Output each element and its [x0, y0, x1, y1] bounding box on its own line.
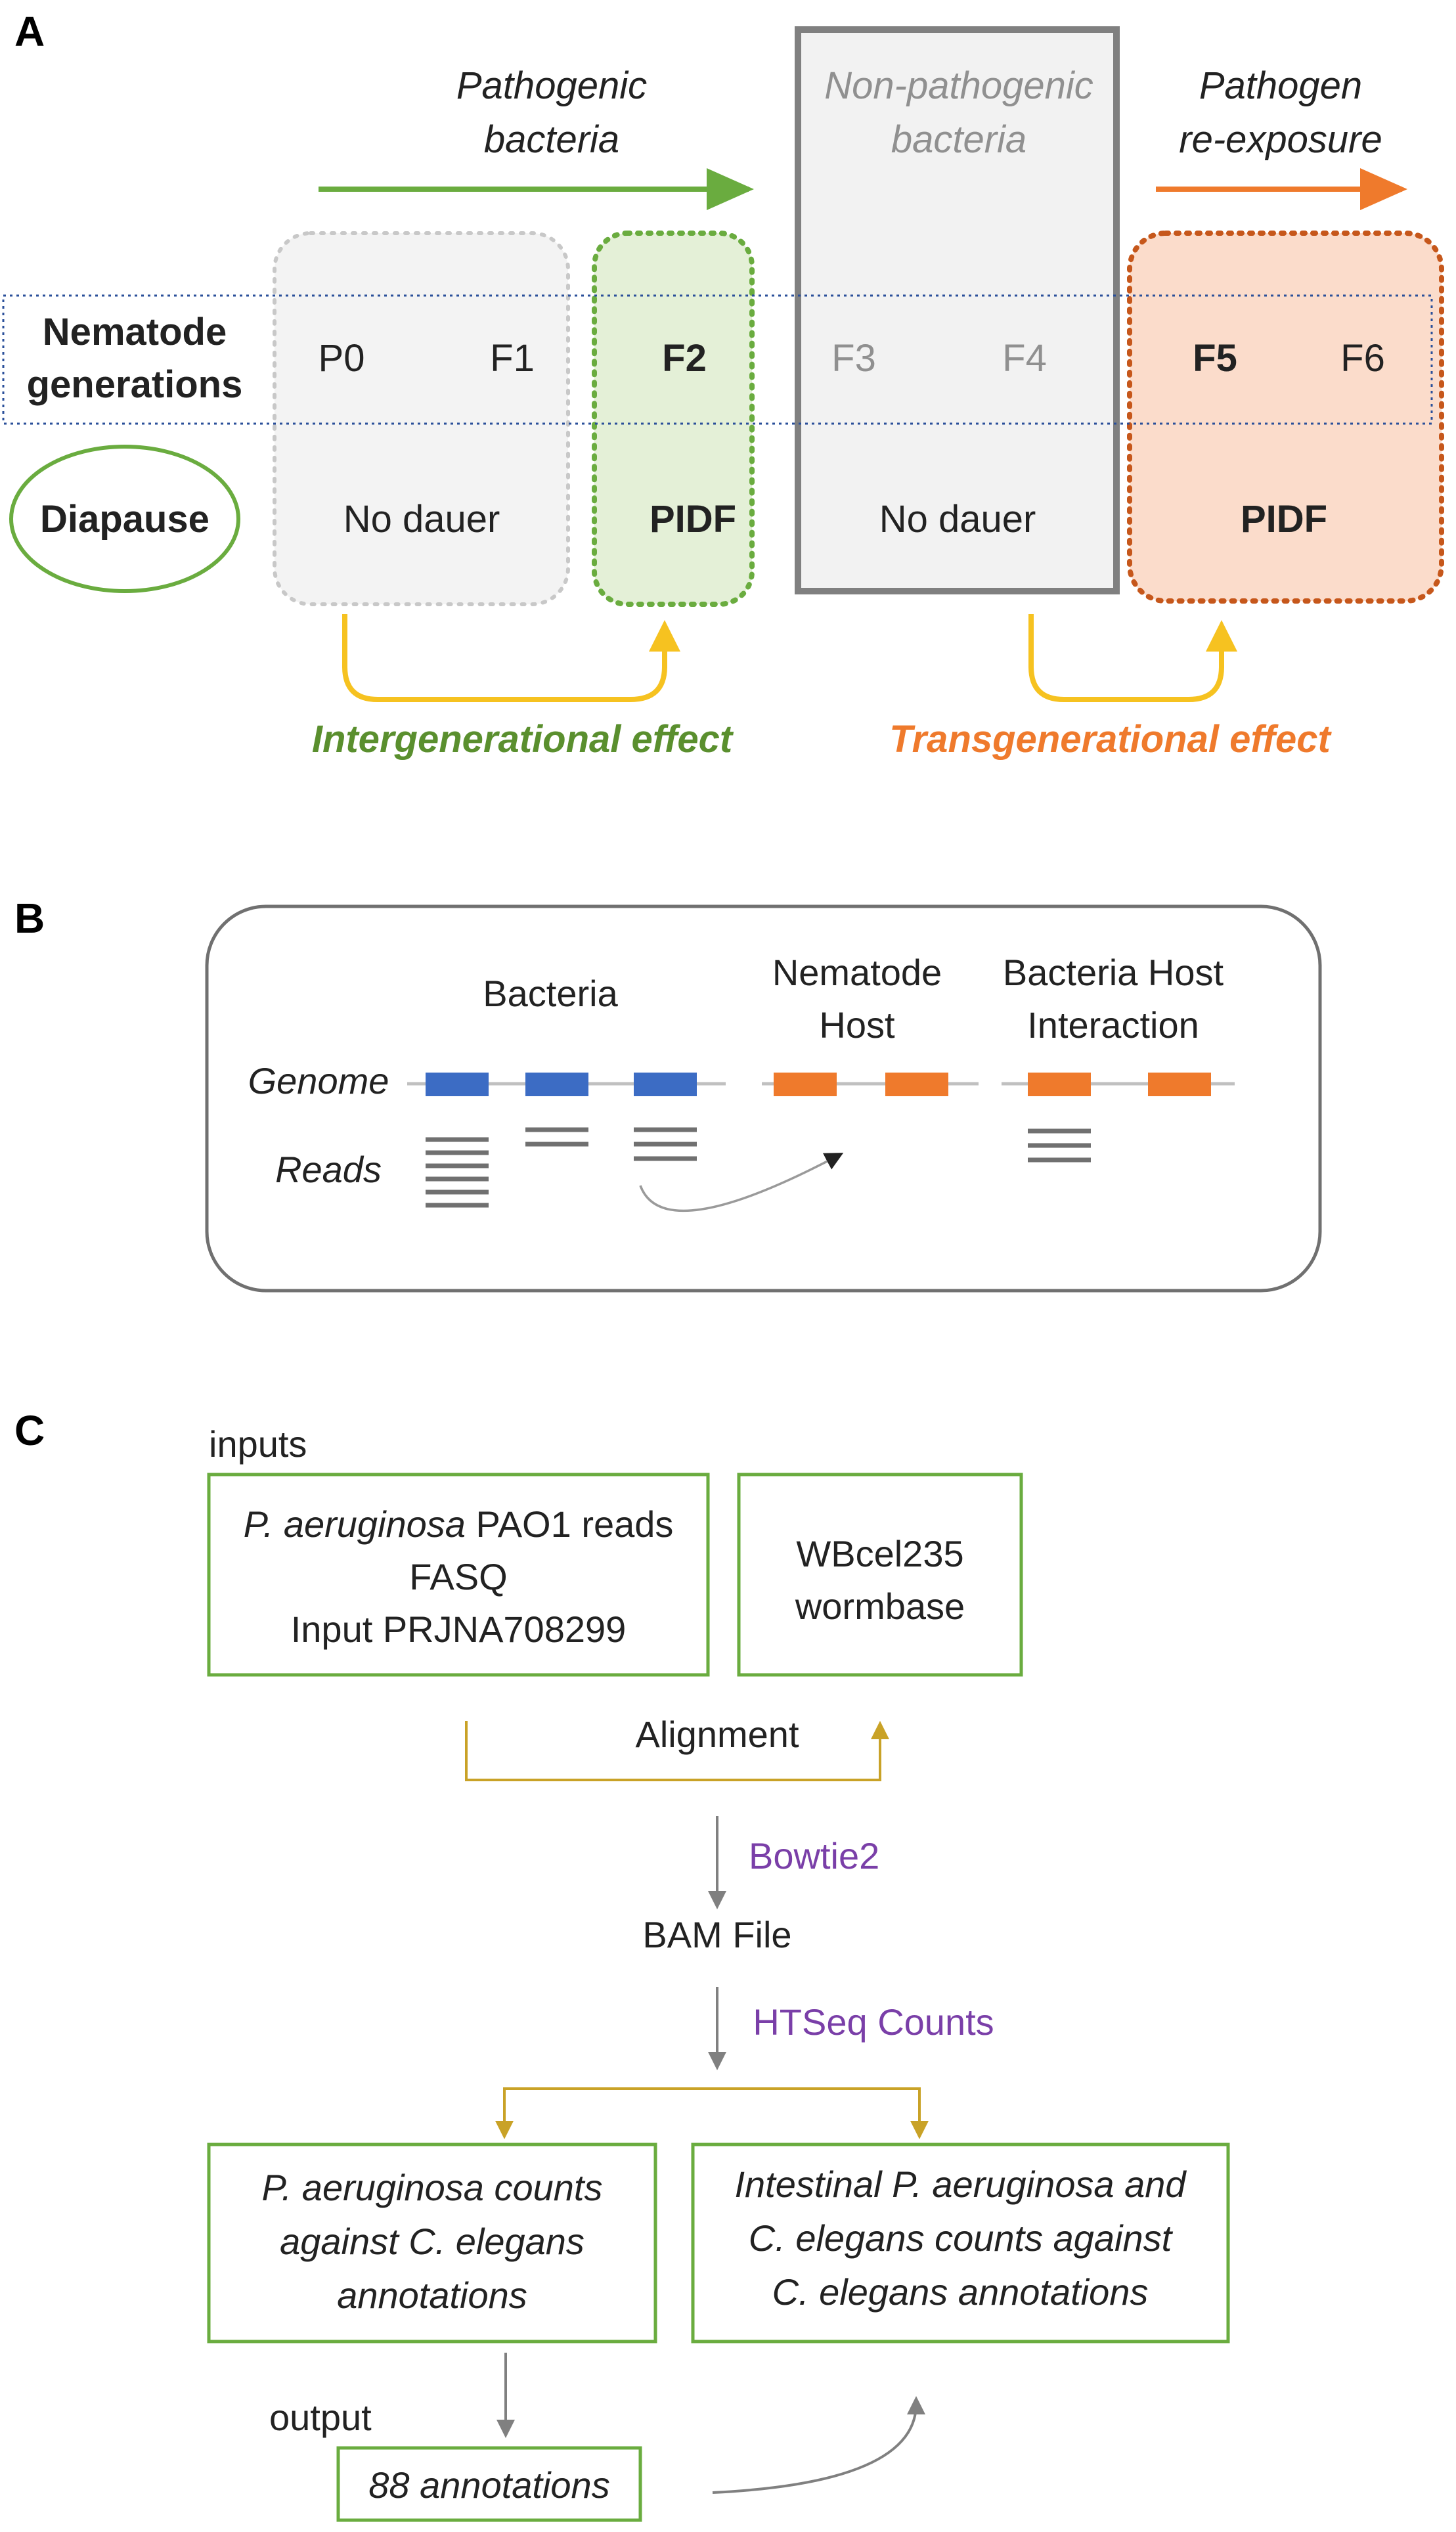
htseq-label: HTSeq Counts [753, 2001, 994, 2043]
input-reference-box [737, 1473, 1023, 1677]
state-pidf-1: PIDF [650, 498, 736, 541]
input-reference-line2: wormbase [795, 1586, 965, 1627]
header-pathogenic-line1: Pathogenic [456, 64, 647, 107]
header-nonpathogenic-line1: Non-pathogenic [824, 64, 1093, 107]
reexposure-box [1127, 231, 1444, 604]
gen-f6: F6 [1340, 337, 1385, 380]
col-interaction-line1: Bacteria Host [1003, 952, 1224, 993]
gene-bacteria-3 [634, 1073, 697, 1096]
state-no-dauer-2: No dauer [879, 498, 1036, 541]
header-reexposure-line2: re-exposure [1179, 118, 1382, 161]
gen-f3: F3 [831, 337, 876, 380]
panel-b: B Bacteria Nematode Host Bacteria Host I… [14, 895, 1322, 1293]
transgenerational-label: Transgenerational effect [889, 718, 1332, 761]
reads-transfer-arrow [639, 1153, 844, 1212]
input-reads-line2: FASQ [409, 1556, 507, 1597]
input-reads-box [207, 1473, 710, 1677]
nonpathogenic-box [795, 26, 1120, 594]
transgenerational-arrow [1028, 614, 1237, 702]
diapause-label: Diapause [40, 498, 210, 541]
state-pidf-2: PIDF [1241, 498, 1327, 541]
reads-bacteria-2 [525, 1127, 588, 1147]
pathogenic-box-p0-f1 [273, 231, 570, 606]
col-interaction-line2: Interaction [1027, 1004, 1199, 1046]
gen-f1: F1 [490, 337, 535, 380]
reads-bacteria-1 [426, 1137, 489, 1208]
output-label: output [269, 2397, 372, 2438]
panel-b-frame [205, 904, 1322, 1293]
result-pa-box [207, 2143, 657, 2343]
gene-interaction-2 [1148, 1073, 1211, 1096]
output-box [336, 2446, 642, 2522]
reads-bacteria-3 [634, 1127, 697, 1161]
diapause-ellipse [9, 445, 240, 593]
panel-a-letter: A [14, 8, 45, 55]
header-nonpathogenic-line2: bacteria [891, 118, 1026, 161]
gene-interaction-1 [1028, 1073, 1091, 1096]
bam-file-label: BAM File [642, 1914, 791, 1955]
reads-interaction-1 [1028, 1128, 1091, 1163]
panel-c-letter: C [14, 1407, 45, 1454]
alignment-label: Alignment [635, 1714, 799, 1755]
panel-a: A Pathogenic bacteria Pathogen re-exposu… [2, 8, 1444, 761]
gene-host-2 [885, 1073, 948, 1096]
gen-f2: F2 [662, 337, 707, 380]
gen-f4: F4 [1002, 337, 1047, 380]
gen-f5: F5 [1193, 337, 1237, 380]
col-nematode-line2: Host [819, 1004, 895, 1046]
output-feedback-arrow [712, 2396, 925, 2494]
bowtie-label: Bowtie2 [749, 1835, 879, 1877]
result-intestinal-line3: C. elegans annotations [772, 2271, 1149, 2313]
result-pa-line1: P. aeruginosa counts [262, 2167, 603, 2208]
result-intestinal-box [691, 2143, 1230, 2343]
gene-bacteria-1 [426, 1073, 489, 1096]
input-reference-line1: WBcel235 [796, 1533, 963, 1574]
result-pa-line3: annotations [337, 2275, 527, 2316]
header-reexposure-line1: Pathogen [1199, 64, 1362, 107]
output-box-text: 88 annotations [368, 2464, 609, 2506]
intergenerational-arrow [342, 614, 680, 702]
result-intestinal-line1: Intestinal P. aeruginosa and [734, 2164, 1187, 2205]
generations-row-band [2, 294, 1433, 425]
input-reads-line3: Input PRJNA708299 [291, 1609, 627, 1650]
gene-bacteria-2 [525, 1073, 588, 1096]
gene-host-1 [774, 1073, 837, 1096]
input-reads-line1: P. aeruginosa PAO1 reads [244, 1503, 674, 1545]
inputs-label: inputs [209, 1423, 307, 1465]
result-pa-line2: against C. elegans [280, 2221, 585, 2262]
split-bracket [503, 2087, 921, 2123]
col-bacteria: Bacteria [483, 973, 618, 1014]
panel-c: C inputs P. aeruginosa PAO1 reads FASQ I… [14, 1407, 1230, 2522]
state-no-dauer-1: No dauer [343, 498, 500, 541]
header-pathogenic-line2: bacteria [484, 118, 619, 161]
panel-b-letter: B [14, 895, 45, 942]
intergenerational-label: Intergenerational effect [312, 718, 734, 761]
row-reads: Reads [275, 1149, 382, 1190]
row-label-generations: generations [27, 363, 243, 406]
gen-p0: P0 [319, 337, 365, 380]
row-label-nematode: Nematode [43, 311, 227, 353]
col-nematode-line1: Nematode [772, 952, 942, 993]
result-intestinal-line2: C. elegans counts against [749, 2217, 1174, 2259]
row-genome: Genome [248, 1060, 389, 1101]
alignment-bracket-arrow [465, 1721, 889, 1781]
pathogenic-box-f2 [592, 231, 755, 607]
